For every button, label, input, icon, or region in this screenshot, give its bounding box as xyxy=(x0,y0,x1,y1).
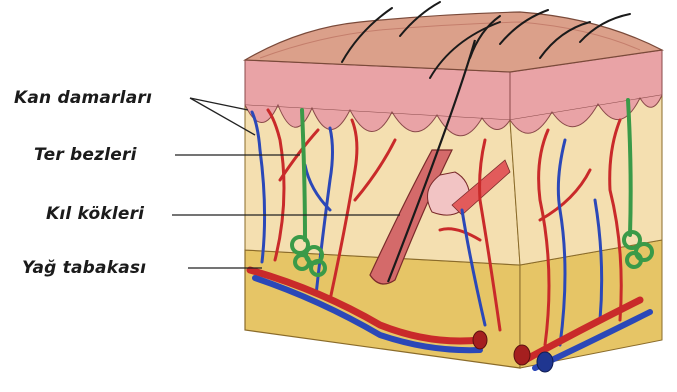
vessel-end-vein xyxy=(537,352,553,372)
label-sweat-glands: Ter bezleri xyxy=(34,145,137,165)
label-blood-vessels: Kan damarları xyxy=(14,88,152,108)
label-hair-roots: Kıl kökleri xyxy=(46,204,144,224)
label-fat-layer: Yağ tabakası xyxy=(22,258,146,278)
vessel-end-artery-2 xyxy=(473,331,487,349)
vessel-end-artery xyxy=(514,345,530,365)
